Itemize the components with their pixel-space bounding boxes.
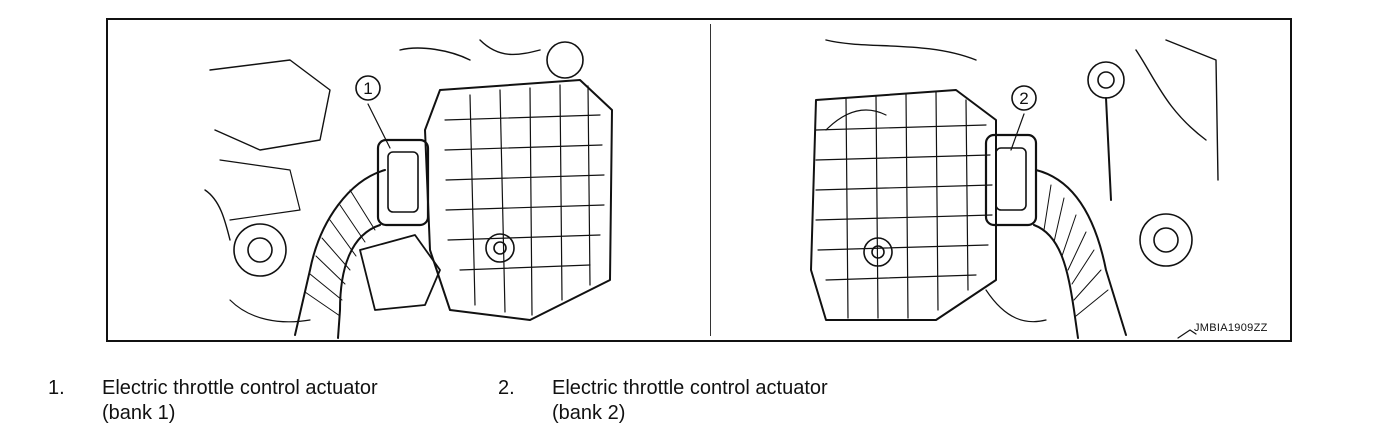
engine-bay-bank2-illustration: 2 <box>810 39 1219 339</box>
legend-item-text: Electric throttle control actuator (bank… <box>102 376 378 426</box>
legend-item-1: 1. Electric throttle control actuator (b… <box>48 376 468 428</box>
legend-item-number: 2. <box>498 377 515 399</box>
legend-item-line1: Electric throttle control actuator <box>552 377 828 399</box>
callout-1-label: 1 <box>363 79 372 98</box>
figure-frame <box>106 18 1292 342</box>
legend-item-2: 2. Electric throttle control actuator (b… <box>498 376 918 428</box>
callout-2-label: 2 <box>1019 89 1028 108</box>
legend-item-number: 1. <box>48 377 65 399</box>
legend-item-text: Electric throttle control actuator (bank… <box>552 376 828 426</box>
engine-bay-bank1-illustration: 1 <box>204 39 613 339</box>
figure-code: JMBIA1909ZZ <box>1194 322 1268 334</box>
legend-item-line2: (bank 2) <box>552 402 626 424</box>
legend-item-line2: (bank 1) <box>102 402 176 424</box>
panel-divider <box>710 24 711 336</box>
legend-item-line1: Electric throttle control actuator <box>102 377 378 399</box>
